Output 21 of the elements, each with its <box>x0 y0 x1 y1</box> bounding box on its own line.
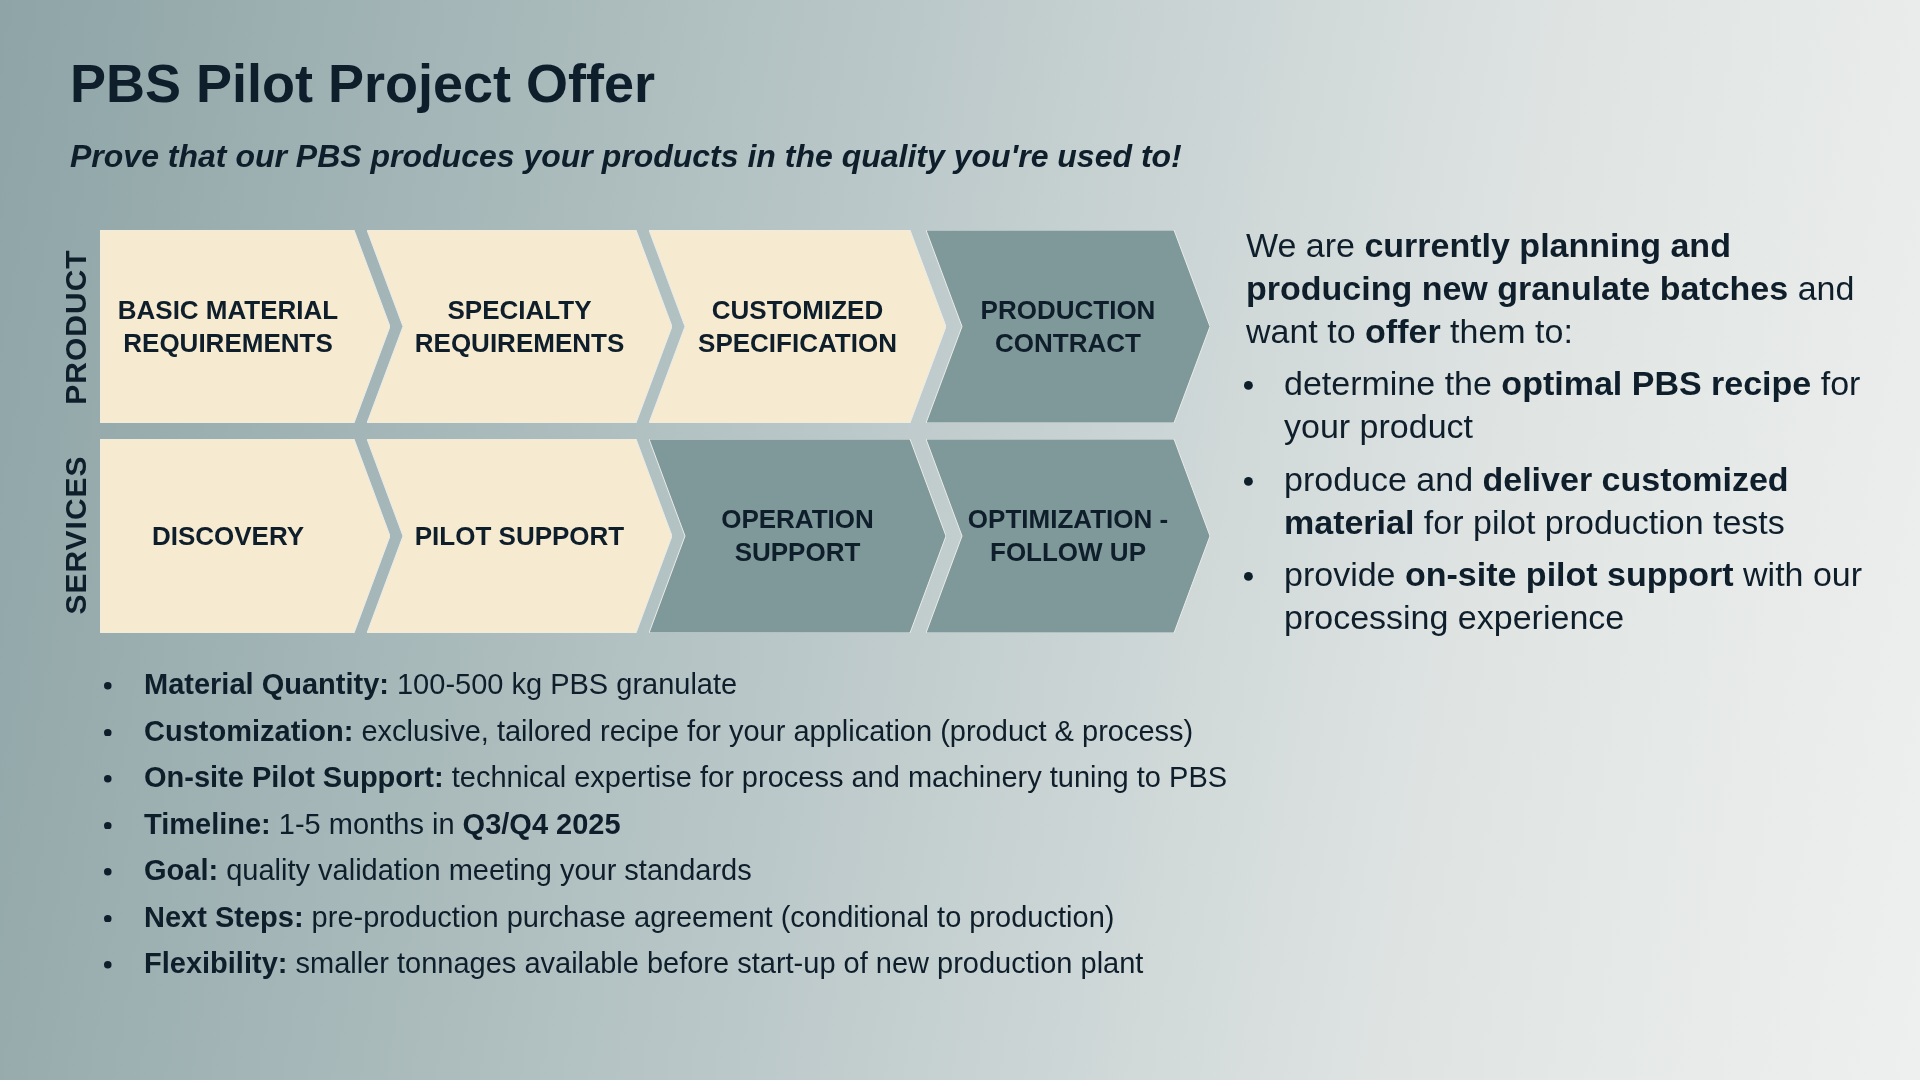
chevron-label: OPTIMIZATION - FOLLOW UP <box>966 503 1170 569</box>
chevron-label: BASIC MATERIAL REQUIREMENTS <box>116 293 340 360</box>
slide-title: PBS Pilot Project Offer <box>70 52 656 114</box>
bullet-text: provide on-site pilot support with our processing experience <box>1284 555 1863 636</box>
bullet-text: Goal: quality validation meeting your standards <box>144 854 752 886</box>
chevron-label: PRODUCTION CONTRACT <box>979 293 1157 360</box>
chevron-label: OPERATION SUPPORT <box>720 503 875 569</box>
intro-paragraph: We are currently planning and producing new granulate batches and want to offer them to: <box>1246 225 1856 352</box>
bullet-text: Customization: exclusive, tailored recipe for your application (product & process) <box>144 714 1194 747</box>
bullet-text: Next Steps: pre-production purchase agreement (conditional to production) <box>144 900 1115 933</box>
row-label: PRODUCT <box>59 248 93 407</box>
chevron-label: SPECIALTY REQUIREMENTS <box>413 293 626 360</box>
bullet-text: On-site Pilot Support: technical expertise for process and machinery tuning to PBS <box>144 761 1228 793</box>
row-label: SERVICES <box>59 454 93 617</box>
bullet-text: Flexibility: smaller tonnages available before start-up of new production plant <box>144 947 1144 979</box>
bullet-text: Material Quantity: 100-500 kg PBS granulate <box>144 668 738 700</box>
chevron-label: DISCOVERY <box>150 519 306 553</box>
bullet-text: Timeline: 1-5 months in Q3/Q4 2025 <box>144 807 621 840</box>
chevron-label: CUSTOMIZED SPECIFICATION <box>697 293 898 360</box>
chevron-label: PILOT SUPPORT <box>413 519 626 553</box>
subtitle: Prove that our PBS produces your products in the quality you're used to! <box>70 138 1182 175</box>
